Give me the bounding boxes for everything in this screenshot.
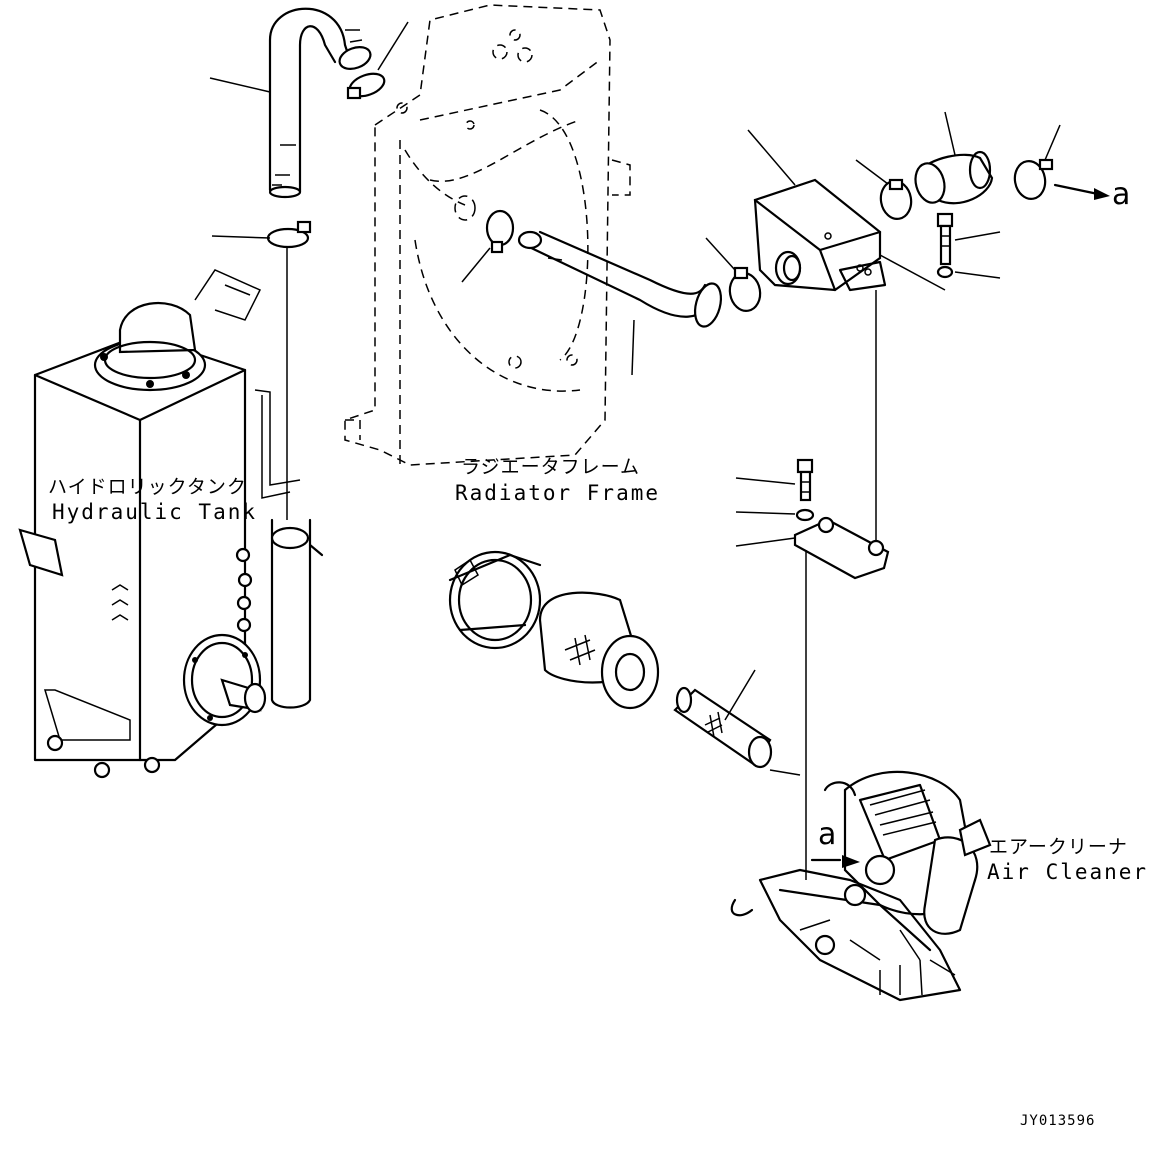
hydraulic-tank-label-en: Hydraulic Tank xyxy=(52,500,258,524)
radiator-frame-label-ja: ラジエータフレーム xyxy=(461,456,641,478)
air-cleaner-cover xyxy=(448,550,542,650)
intake-box xyxy=(747,129,887,540)
hydraulic-tank-label-ja: ハイドロリックタンク xyxy=(48,476,247,498)
tank-return-pipe xyxy=(270,518,324,709)
primary-filter-element xyxy=(538,591,660,710)
hose-clamp-middle xyxy=(461,209,515,283)
air-cleaner-label-ja: エアークリーナ xyxy=(989,836,1128,858)
upper-hose xyxy=(209,7,372,199)
hose-clamp-top xyxy=(346,21,409,100)
safety-filter-element xyxy=(673,669,801,776)
bolt-upper xyxy=(879,212,1001,291)
hydraulic-tank xyxy=(18,269,301,779)
bracket-plate xyxy=(735,458,890,880)
radiator-frame xyxy=(344,4,631,470)
air-cleaner-label-en: Air Cleaner xyxy=(987,860,1149,884)
air-cleaner-assembly xyxy=(730,770,992,1002)
hose-clamp-middle-left xyxy=(211,220,312,520)
radiator-frame-label-en: Radiator Frame xyxy=(455,481,661,505)
middle-hose xyxy=(517,230,723,376)
hose-clamp-box-left xyxy=(705,237,762,312)
hose-clamp-far-right xyxy=(1013,124,1110,200)
elbow-hose xyxy=(914,111,994,205)
callout-a-bottom: a xyxy=(818,817,837,852)
drawing-code: JY013596 xyxy=(1020,1113,1096,1129)
callout-a-top: a xyxy=(1112,177,1131,212)
hose-clamp-box-right xyxy=(855,159,913,220)
